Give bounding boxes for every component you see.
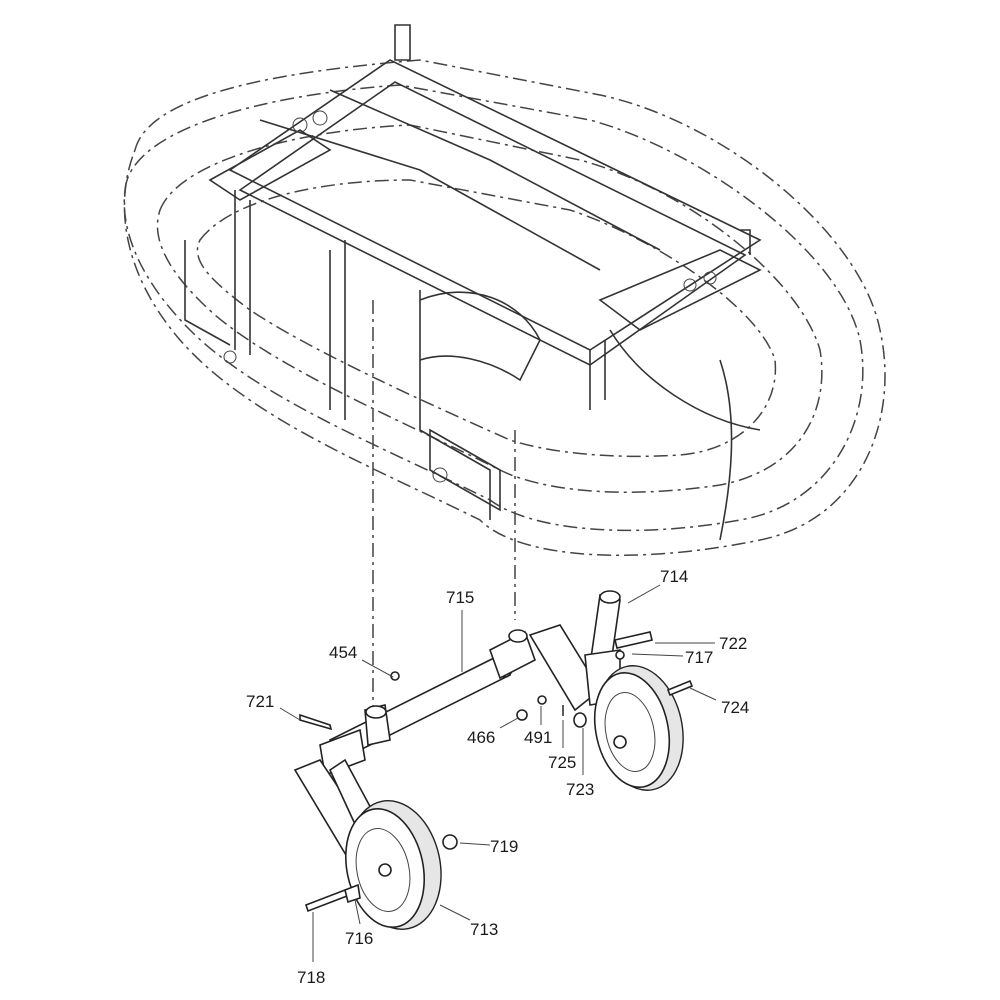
callout-labels: 714 715 722 717 454 724 721 466 491 725 …	[246, 567, 749, 987]
callout-491: 491	[524, 728, 552, 747]
callout-717: 717	[685, 648, 713, 667]
callout-716: 716	[345, 929, 373, 948]
callout-722: 722	[719, 634, 747, 653]
callout-724: 724	[721, 698, 749, 717]
alignment-lines	[372, 300, 516, 720]
deck-frame	[184, 24, 762, 541]
axle-tube	[319, 629, 536, 777]
right-caster-assembly	[516, 590, 694, 791]
callout-718: 718	[297, 968, 325, 987]
callout-466: 466	[467, 728, 495, 747]
callout-715: 715	[446, 588, 474, 607]
callout-721: 721	[246, 692, 274, 711]
callout-454: 454	[329, 643, 357, 662]
callout-713: 713	[470, 920, 498, 939]
callout-725: 725	[548, 753, 576, 772]
callout-719: 719	[490, 837, 518, 856]
leader-lines	[279, 584, 717, 962]
callout-723: 723	[566, 780, 594, 799]
left-caster-assembly	[293, 671, 458, 930]
callout-714: 714	[660, 567, 688, 586]
